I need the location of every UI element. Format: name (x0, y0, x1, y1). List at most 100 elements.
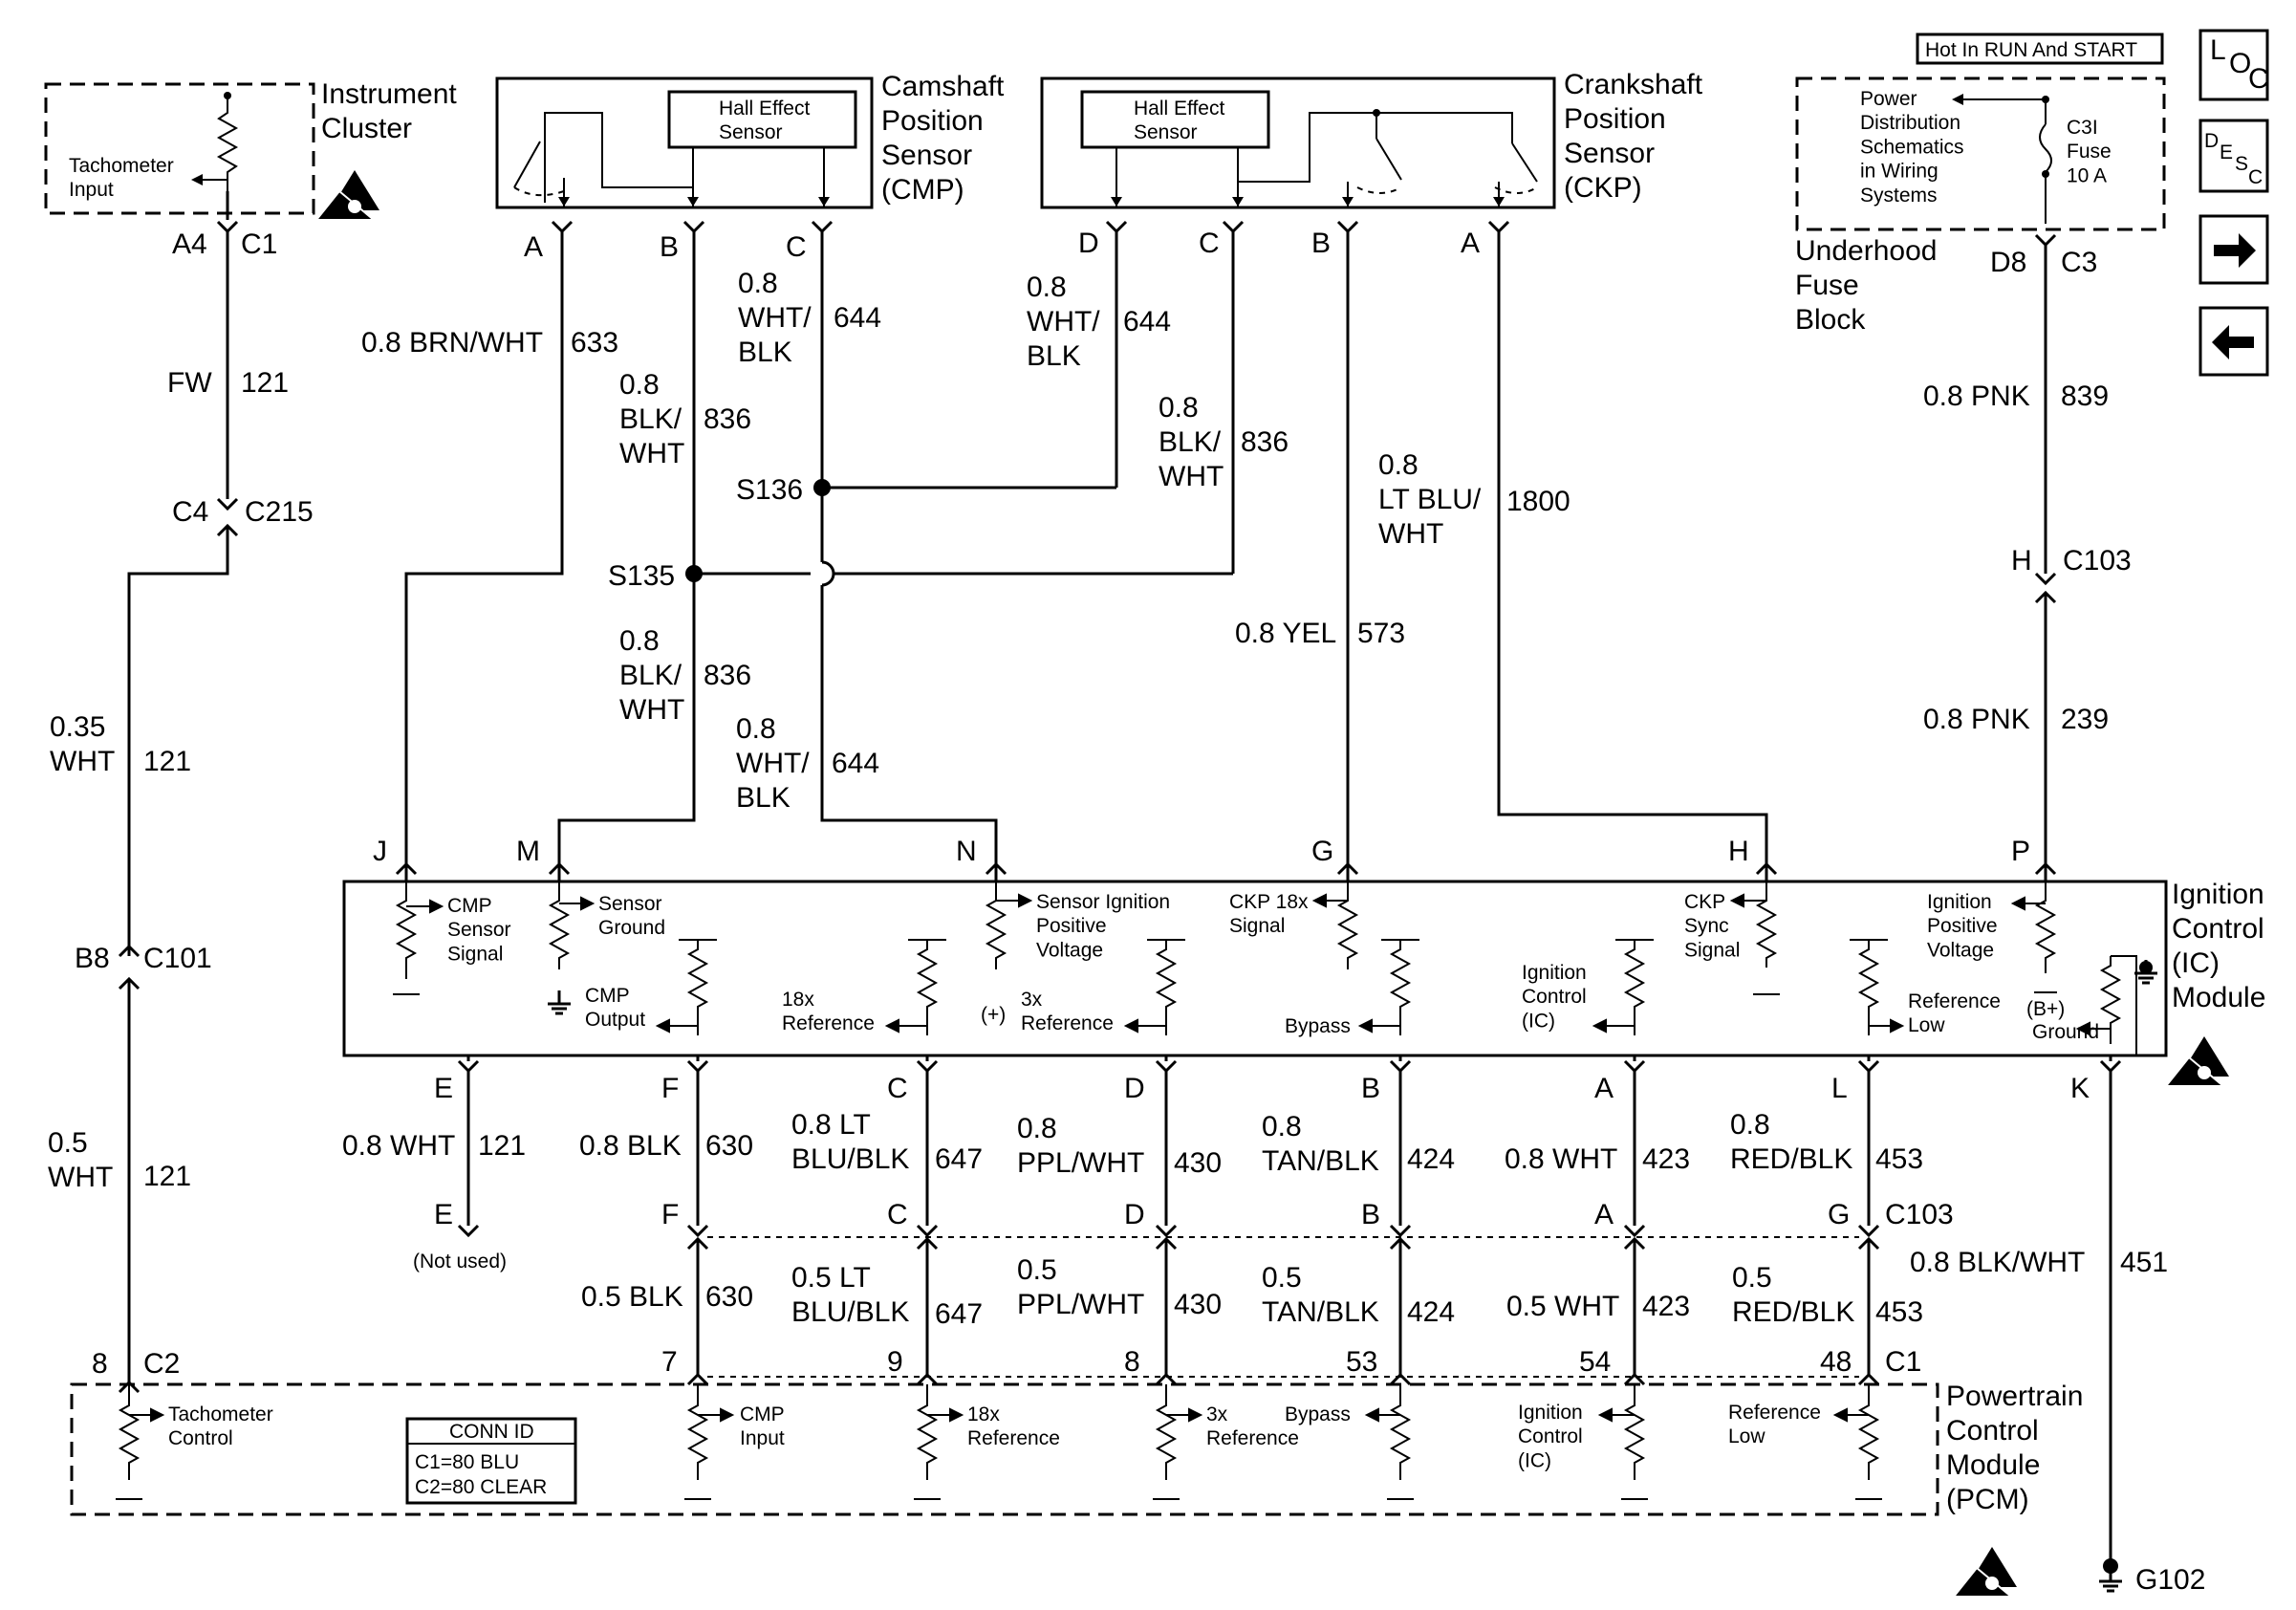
previous-page-button[interactable] (2199, 306, 2269, 377)
underhood-fuse-block (1795, 33, 2166, 231)
ic-pin-e: E (434, 1073, 453, 1104)
ic-pin-c: C (887, 1073, 908, 1104)
wire-630-08-color: 0.8 BLK (579, 1130, 682, 1162)
ic-bypass: Bypass (1285, 1015, 1351, 1037)
pcm-connector-c1: C1 (1885, 1346, 1921, 1378)
fuse-symbol (2039, 123, 2052, 173)
cmp-pin-a: A (524, 231, 543, 263)
splice-s136-label: S136 (736, 474, 803, 506)
wire-644-c-circuit: 644 (832, 748, 879, 779)
pcm-pin-8: 8 (1124, 1346, 1140, 1378)
pcm-internal-circuits (116, 1372, 1882, 1500)
ic-pin-k: K (2070, 1073, 2090, 1104)
wire-121-035-circuit: 121 (143, 746, 191, 777)
pcm-pin-54: 54 (1579, 1346, 1611, 1378)
wire-430-05-circuit: 430 (1174, 1289, 1222, 1320)
esd-warning-icon (1953, 1546, 2018, 1598)
crankshaft-sensor (1040, 76, 1556, 209)
wire-644-b-circuit: 644 (1123, 306, 1171, 337)
ic-pin-l: L (1831, 1073, 1848, 1104)
connector-h: H (2011, 545, 2032, 577)
ic-pin-m: M (516, 836, 540, 867)
loc-button[interactable]: L O C (2199, 29, 2269, 101)
wire-423-08-color: 0.8 WHT (1505, 1143, 1617, 1175)
c103-to-pcm-wires (696, 1239, 1871, 1375)
ignition-control-module (342, 880, 2168, 1057)
conn-id-box (405, 1417, 577, 1505)
ckp-pin-c: C (1199, 228, 1220, 259)
arrow-right-icon (2214, 233, 2256, 268)
wire-451-color: 0.8 BLK/WHT (1910, 1247, 2085, 1278)
esd-warning-icon (315, 169, 380, 221)
svg-text:E: E (2220, 141, 2233, 163)
wire-839-color: 0.8 PNK (1923, 381, 2030, 412)
c103-pin-b: B (1361, 1199, 1380, 1230)
wire-423-05-circuit: 423 (1642, 1291, 1690, 1322)
ic-pin-a: A (1594, 1073, 1614, 1104)
connector-c1-cluster: C1 (241, 228, 277, 260)
c103-pin-f: F (661, 1199, 679, 1230)
wire-836 (557, 231, 696, 864)
wire-121-circuit: 121 (241, 367, 289, 399)
wire-424-08-circuit: 424 (1407, 1143, 1455, 1175)
wire-573-circuit: 573 (1357, 618, 1405, 649)
ic-bottom-pins (457, 1055, 2122, 1074)
pcm-pin-9: 9 (887, 1346, 903, 1378)
cmp-pin-c: C (786, 231, 807, 263)
ckp-pin-d: D (1078, 228, 1099, 259)
cmp-pin-b: B (660, 231, 679, 263)
wire-239-circuit: 239 (2061, 704, 2109, 735)
wire-630-05-circuit: 630 (705, 1281, 753, 1313)
wire-633-circuit: 633 (571, 327, 618, 359)
connector-c101: C101 (143, 943, 212, 974)
c103-pin-a: A (1594, 1199, 1614, 1230)
next-page-button[interactable] (2199, 214, 2269, 285)
pcm-pin-53: 53 (1346, 1346, 1377, 1378)
wire-121-08-circuit: 121 (478, 1130, 526, 1162)
ic-ground: Ground (2032, 1021, 2099, 1043)
wire-630-08-circuit: 630 (705, 1130, 753, 1162)
wire-633-color: 0.8 BRN/WHT (361, 327, 543, 359)
conn-id-c2: C2=80 CLEAR (415, 1476, 547, 1498)
c103-pin-e: E (434, 1199, 453, 1230)
conn-id-title: CONN ID (449, 1421, 534, 1443)
pcm-connector-c2: C2 (143, 1348, 180, 1380)
wire-453-05-circuit: 453 (1875, 1296, 1923, 1328)
wire-1800-circuit: 1800 (1506, 486, 1570, 517)
desc-button[interactable]: D E S C (2199, 119, 2269, 193)
not-used-label: (Not used) (413, 1251, 507, 1273)
arrow-left-icon (2212, 325, 2254, 359)
wire-424-05-circuit: 424 (1407, 1296, 1455, 1328)
svg-text:S: S (2235, 153, 2248, 175)
wire-453-08-circuit: 453 (1875, 1143, 1923, 1175)
svg-text:D: D (2204, 130, 2219, 152)
pcm-pin-48: 48 (1820, 1346, 1852, 1378)
